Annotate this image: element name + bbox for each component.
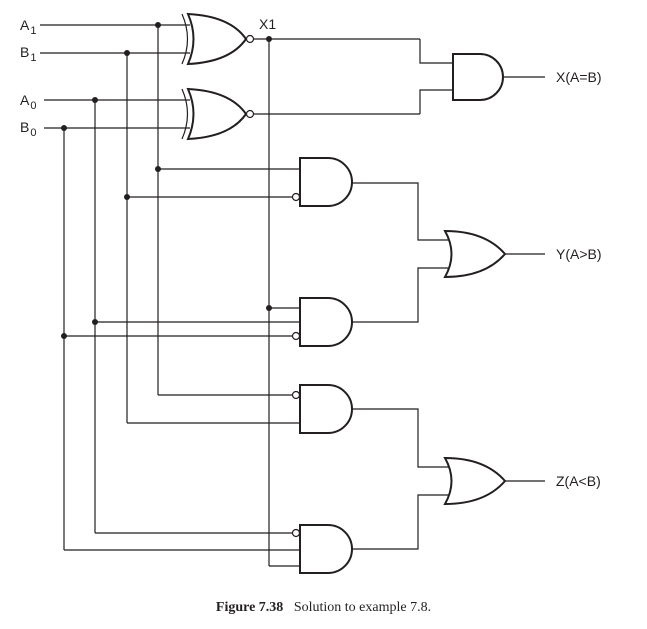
wire [352,408,452,468]
inverter-bubble [291,390,301,400]
inverter-bubble [291,331,301,341]
figure-caption-text: Solution to example 7.8. [293,600,432,615]
and-gate-z-bottom [299,524,353,574]
xnor-gate-1 [181,12,255,66]
and-gate-y-bottom [299,297,353,347]
and-gate-z-top [299,384,353,434]
output-label-x: X(A=B) [556,69,602,85]
figure-caption: Figure 7.38 Solution to example 7.8. [0,600,647,616]
input-label-b1: B1 [20,44,36,64]
junction-dot [61,125,67,131]
wire [352,267,452,323]
output-label-z: Z(A<B) [556,473,601,489]
input-label-a0: A0 [20,92,36,112]
inverter-bubble [291,528,301,538]
node-label-x1: X1 [259,16,276,32]
xnor-gate-0 [181,87,255,141]
junction-dot [155,22,161,28]
and-gate-x [452,53,504,101]
figure-number: Figure 7.38 [215,600,284,615]
input-label-b0: B0 [20,119,36,139]
wire [352,494,452,550]
junction-dot [92,97,98,103]
wire-x-and-in1 [419,39,453,64]
junction-dot [124,50,130,56]
inverter-bubble [291,192,301,202]
wire [352,182,452,241]
and-gate-y-top [299,157,353,207]
comparator-circuit: A1 B1 A0 B0 X1 X(A=B) [20,12,602,574]
or-gate-y [443,229,507,279]
or-gate-z [443,456,507,506]
output-label-y: Y(A>B) [556,246,602,262]
wire-x-and-in2 [419,89,453,114]
input-label-a1: A1 [20,17,36,37]
